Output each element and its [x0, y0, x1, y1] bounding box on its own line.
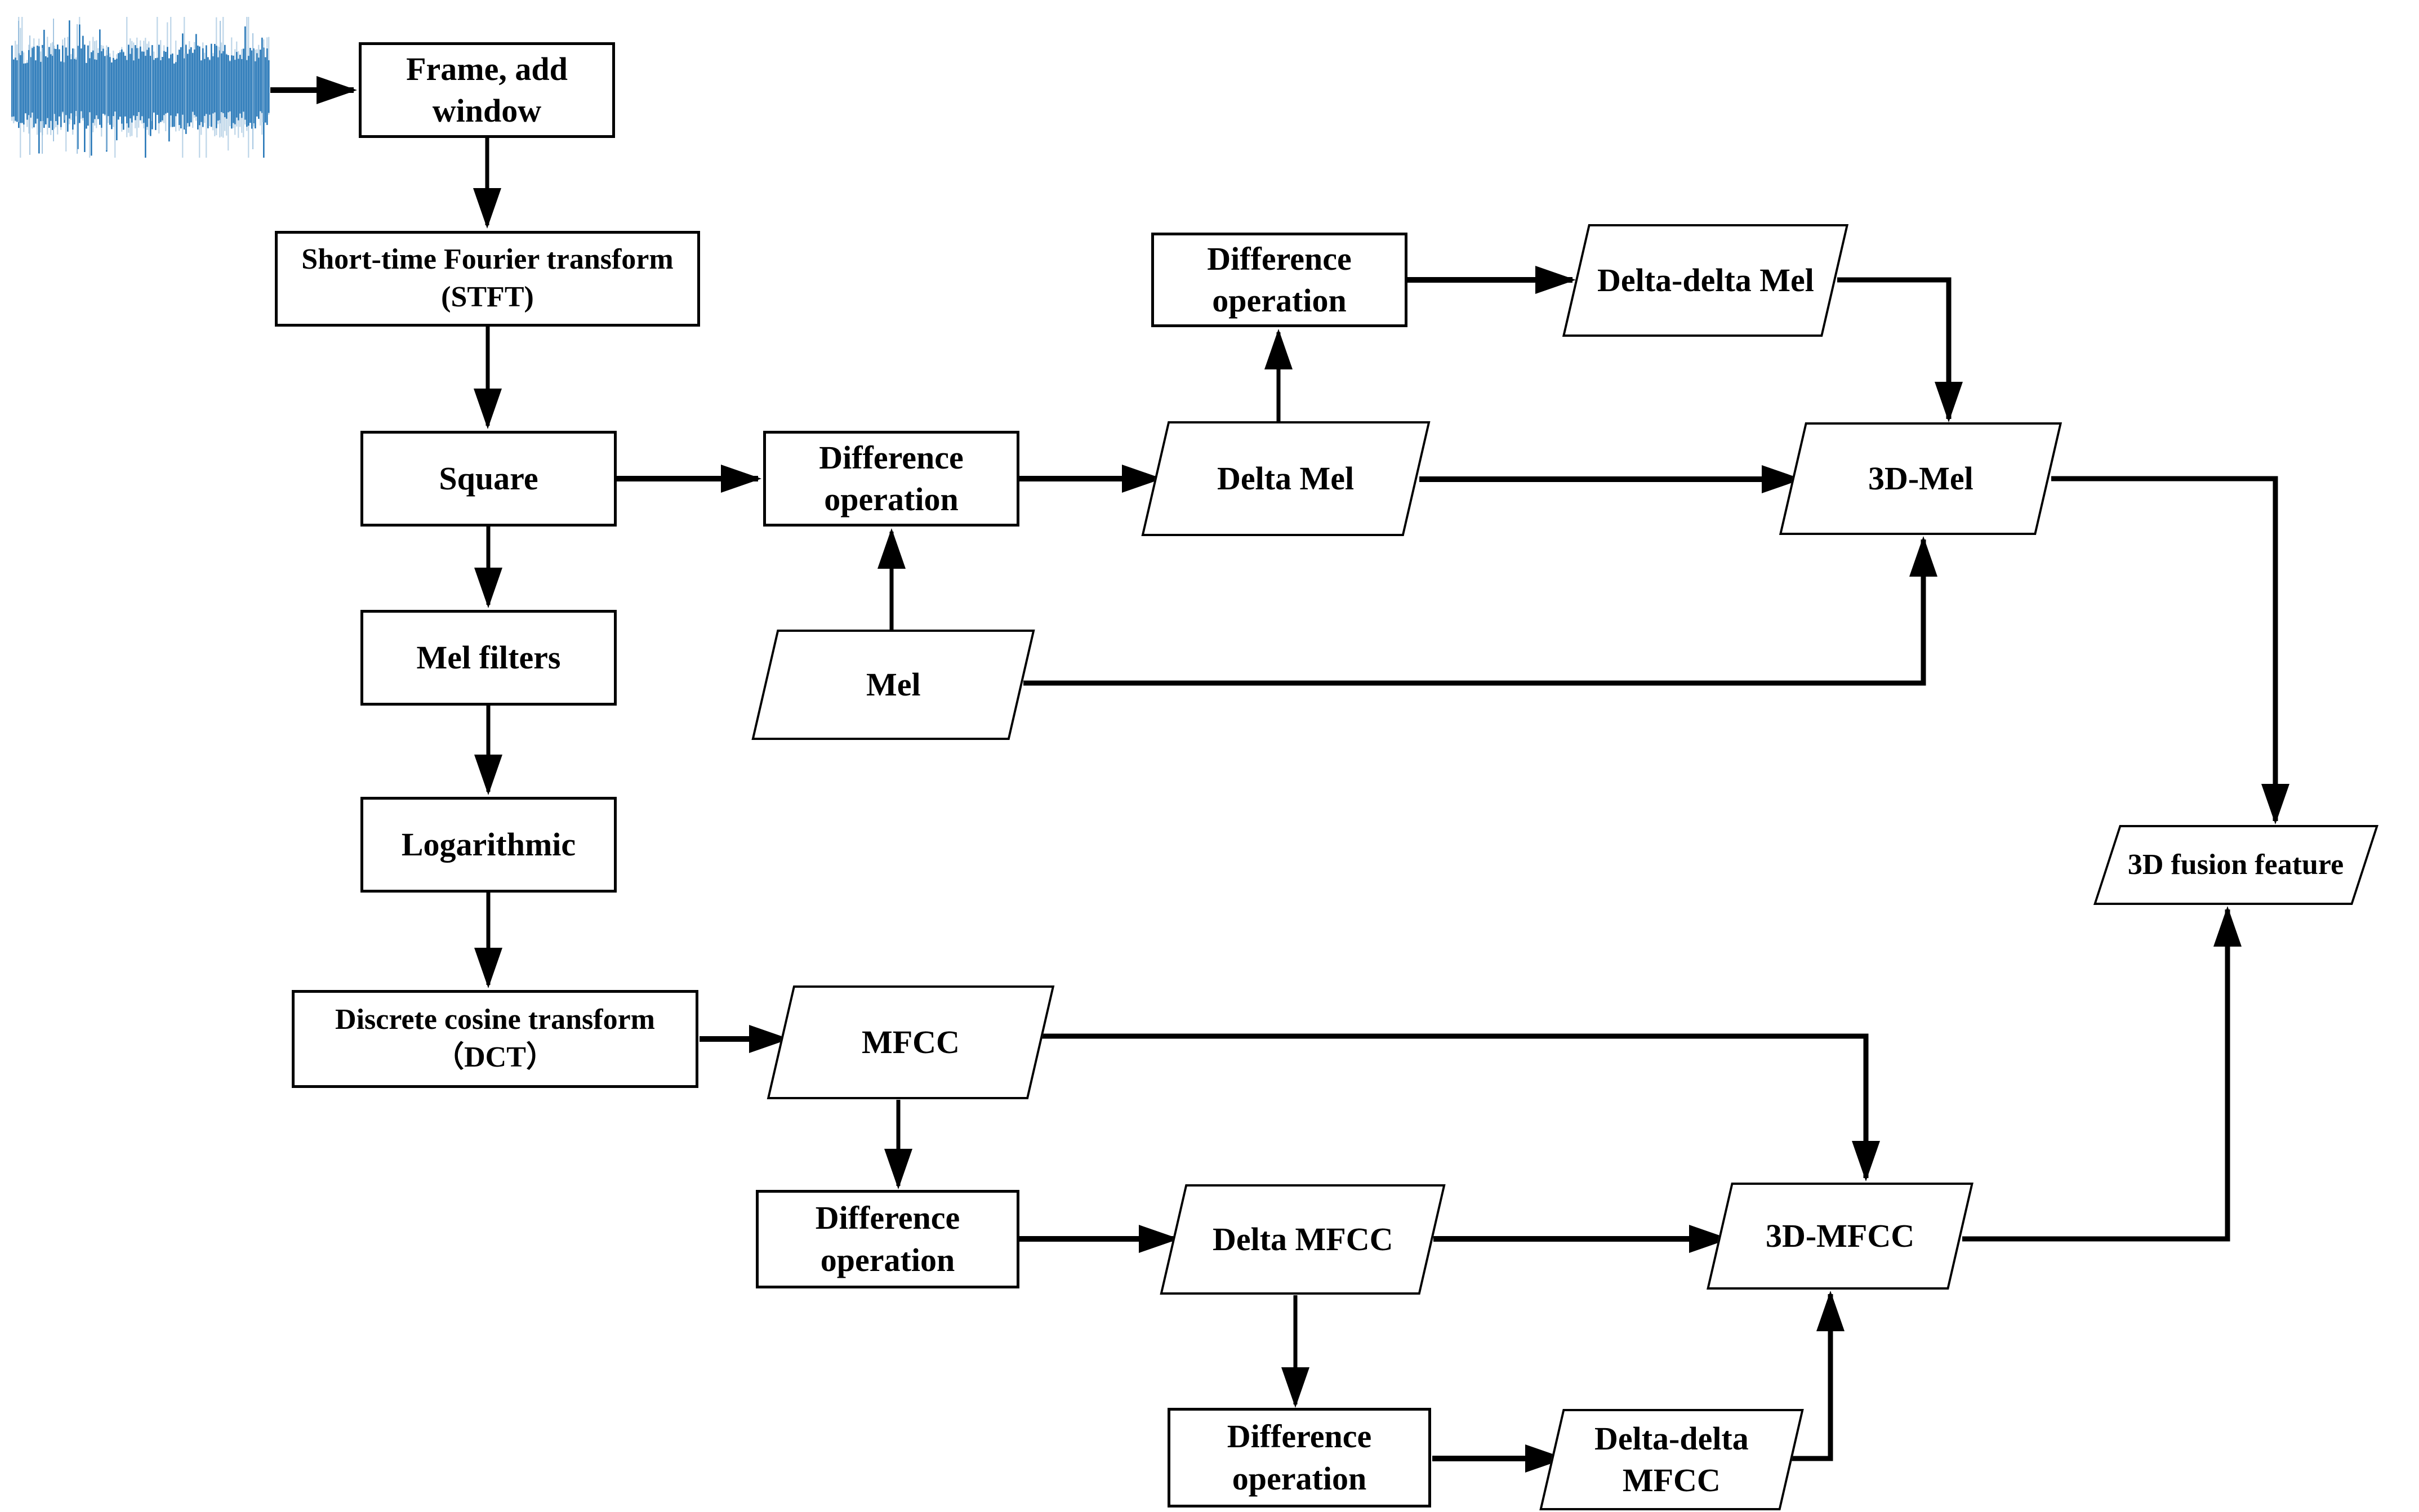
node-3d-mfcc-label: 3D-MFCC: [1765, 1217, 1915, 1254]
node-stft: Short-time Fourier transform (STFT): [275, 231, 700, 327]
edge-mfcc-to-3d-mfcc: [1042, 1033, 1880, 1181]
node-difference-operation-mfcc-mid-label: Difference operation: [815, 1199, 960, 1278]
node-3d-fusion-feature-label: 3D fusion feature: [2128, 848, 2344, 881]
node-delta-delta-mel: Delta-delta Mel: [1562, 224, 1849, 337]
node-delta-mfcc-label: Delta MFCC: [1212, 1220, 1393, 1257]
node-dct: Discrete cosine transform （DCT）: [292, 990, 698, 1088]
node-difference-operation-mfcc-bottom: Difference operation: [1168, 1408, 1431, 1507]
node-difference-operation-mel-top-label: Difference operation: [1207, 240, 1352, 319]
node-delta-mfcc: Delta MFCC: [1160, 1184, 1446, 1295]
node-delta-delta-mfcc-label: Delta-delta MFCC: [1594, 1420, 1749, 1498]
node-difference-operation-mfcc-bottom-label: Difference operation: [1227, 1418, 1372, 1497]
node-square: Square: [360, 431, 617, 527]
edge-dd-mel-to-3d-mel: [1837, 277, 1963, 422]
edge-mel-to-3d-mel: [1023, 536, 1937, 686]
node-difference-operation-mel-mid-label: Difference operation: [819, 439, 964, 518]
node-frame-add-window: Frame, add window: [359, 42, 615, 138]
node-delta-delta-mfcc: Delta-delta MFCC: [1539, 1409, 1804, 1510]
node-mfcc: MFCC: [767, 985, 1055, 1099]
node-difference-operation-mfcc-mid: Difference operation: [756, 1190, 1019, 1288]
node-dct-label: Discrete cosine transform （DCT）: [335, 1003, 655, 1073]
node-delta-mel-label: Delta Mel: [1217, 460, 1355, 497]
node-3d-mel-label: 3D-Mel: [1868, 460, 1973, 497]
node-mfcc-label: MFCC: [862, 1023, 960, 1060]
node-3d-mfcc: 3D-MFCC: [1707, 1183, 1973, 1290]
node-mel: Mel: [751, 630, 1035, 740]
node-logarithmic-label: Logarithmic: [401, 826, 576, 863]
node-3d-mel: 3D-Mel: [1779, 422, 2062, 535]
edge-3d-mfcc-to-fusion: [1962, 906, 2242, 1242]
node-delta-mel: Delta Mel: [1141, 421, 1431, 536]
node-mel-filters-label: Mel filters: [416, 639, 561, 676]
edge-dd-mfcc-to-3d-mfcc: [1788, 1291, 1845, 1461]
node-mel-label: Mel: [866, 666, 921, 703]
node-difference-operation-mel-mid: Difference operation: [763, 431, 1019, 527]
node-difference-operation-mel-top: Difference operation: [1151, 233, 1407, 327]
node-frame-add-window-label: Frame, add window: [406, 50, 568, 129]
node-3d-fusion-feature: 3D fusion feature: [2093, 825, 2379, 905]
node-mel-filters: Mel filters: [360, 610, 617, 706]
node-delta-delta-mel-label: Delta-delta Mel: [1597, 261, 1814, 298]
node-logarithmic: Logarithmic: [360, 797, 617, 893]
node-square-label: Square: [439, 460, 538, 497]
edge-3d-mel-to-fusion: [2051, 476, 2289, 824]
audio-waveform-icon: [10, 0, 272, 195]
node-stft-label: Short-time Fourier transform (STFT): [301, 243, 674, 313]
